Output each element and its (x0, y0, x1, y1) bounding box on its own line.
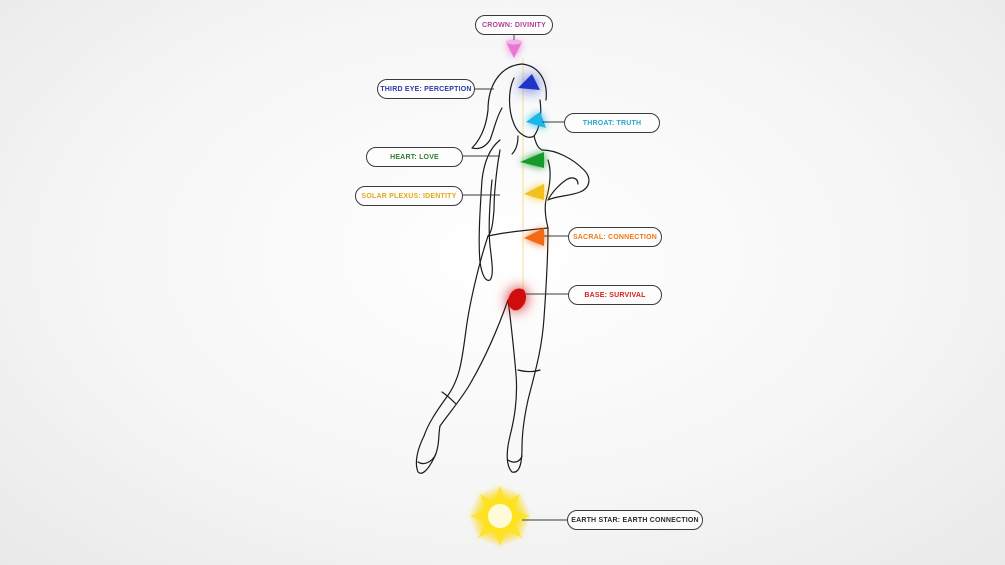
woman-figure-outline (415, 63, 590, 474)
third-eye-label: THIRD EYE: PERCEPTION (377, 79, 475, 99)
base-label: BASE: SURVIVAL (568, 285, 662, 305)
crown-label: CROWN: DIVINITY (475, 15, 553, 35)
base-chakra-marker (508, 288, 526, 311)
solar-plexus-label: SOLAR PLEXUS: IDENTITY (355, 186, 463, 206)
solar-plexus-chakra-marker (524, 184, 544, 200)
connector-lines (463, 34, 568, 521)
third-eye-chakra-marker (518, 74, 540, 90)
earth-star-chakra-marker (470, 486, 530, 546)
earth-star-label: EARTH STAR: EARTH CONNECTION (567, 510, 703, 530)
crown-chakra-rim (506, 39, 522, 45)
sacral-chakra-marker (524, 228, 544, 246)
chakra-markers (470, 39, 546, 546)
throat-chakra-marker (526, 112, 546, 128)
heart-label: HEART: LOVE (366, 147, 463, 167)
sacral-label: SACRAL: CONNECTION (568, 227, 662, 247)
throat-label: THROAT: TRUTH (564, 113, 660, 133)
heart-chakra-marker (520, 152, 544, 168)
crown-chakra-marker (506, 42, 522, 58)
